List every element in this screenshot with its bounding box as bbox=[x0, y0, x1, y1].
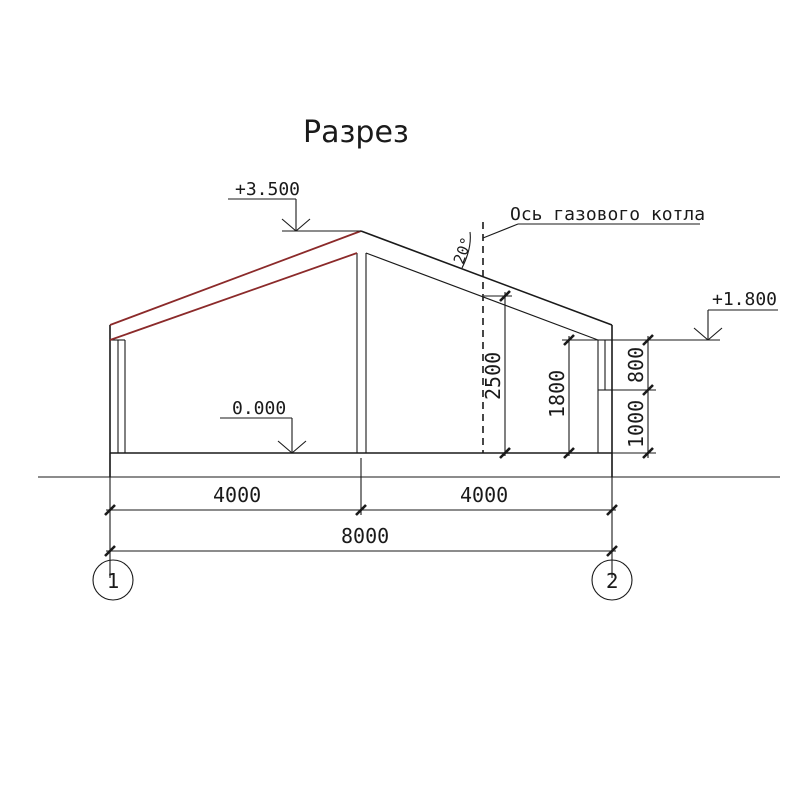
axis-marker-1: 1 bbox=[92, 559, 134, 601]
dim-1800-label: 1800 bbox=[545, 370, 569, 418]
ridge-level-label: +3.500 bbox=[235, 179, 300, 200]
floor-level-mark: 0.000 bbox=[220, 398, 307, 454]
dim-1800: 1800 bbox=[545, 334, 598, 459]
dim-1000-label: 1000 bbox=[624, 400, 648, 448]
roof-right-inner bbox=[365, 252, 599, 341]
dim-total: 8000 bbox=[104, 524, 618, 557]
axis-bubble-1 bbox=[92, 559, 134, 601]
dim-2500: 2500 bbox=[481, 290, 512, 459]
eave-level-label: +1.800 bbox=[712, 289, 777, 310]
dim-total-label: 8000 bbox=[341, 524, 389, 548]
axis-label-2: 2 bbox=[606, 569, 619, 593]
drawing-title: Разрез bbox=[303, 115, 409, 150]
building-section bbox=[109, 230, 613, 478]
axis-bubble-2 bbox=[591, 559, 633, 601]
floor-level-label: 0.000 bbox=[232, 398, 286, 419]
axis-label-1: 1 bbox=[107, 569, 120, 593]
roof-angle-label: 20° bbox=[450, 235, 476, 267]
roof-right-outer bbox=[360, 230, 613, 326]
eave-level-mark: +1.800 bbox=[612, 289, 778, 341]
boiler-axis-label: Ось газового котла bbox=[510, 204, 705, 225]
ridge-level-mark: +3.500 bbox=[228, 179, 361, 232]
boiler-axis: Ось газового котла bbox=[482, 204, 705, 453]
dim-left-span-label: 4000 bbox=[213, 483, 261, 507]
dim-spans: 4000 4000 bbox=[104, 453, 618, 578]
roof-left-outer bbox=[109, 230, 362, 326]
roof-angle-mark: 20° bbox=[450, 231, 476, 269]
dim-2500-label: 2500 bbox=[481, 352, 505, 400]
dim-right-span-label: 4000 bbox=[460, 483, 508, 507]
roof-left-inner bbox=[109, 252, 358, 341]
dim-800-label: 800 bbox=[624, 347, 648, 383]
axis-marker-2: 2 bbox=[591, 559, 633, 601]
dim-right-chain: 800 1000 bbox=[612, 334, 656, 459]
